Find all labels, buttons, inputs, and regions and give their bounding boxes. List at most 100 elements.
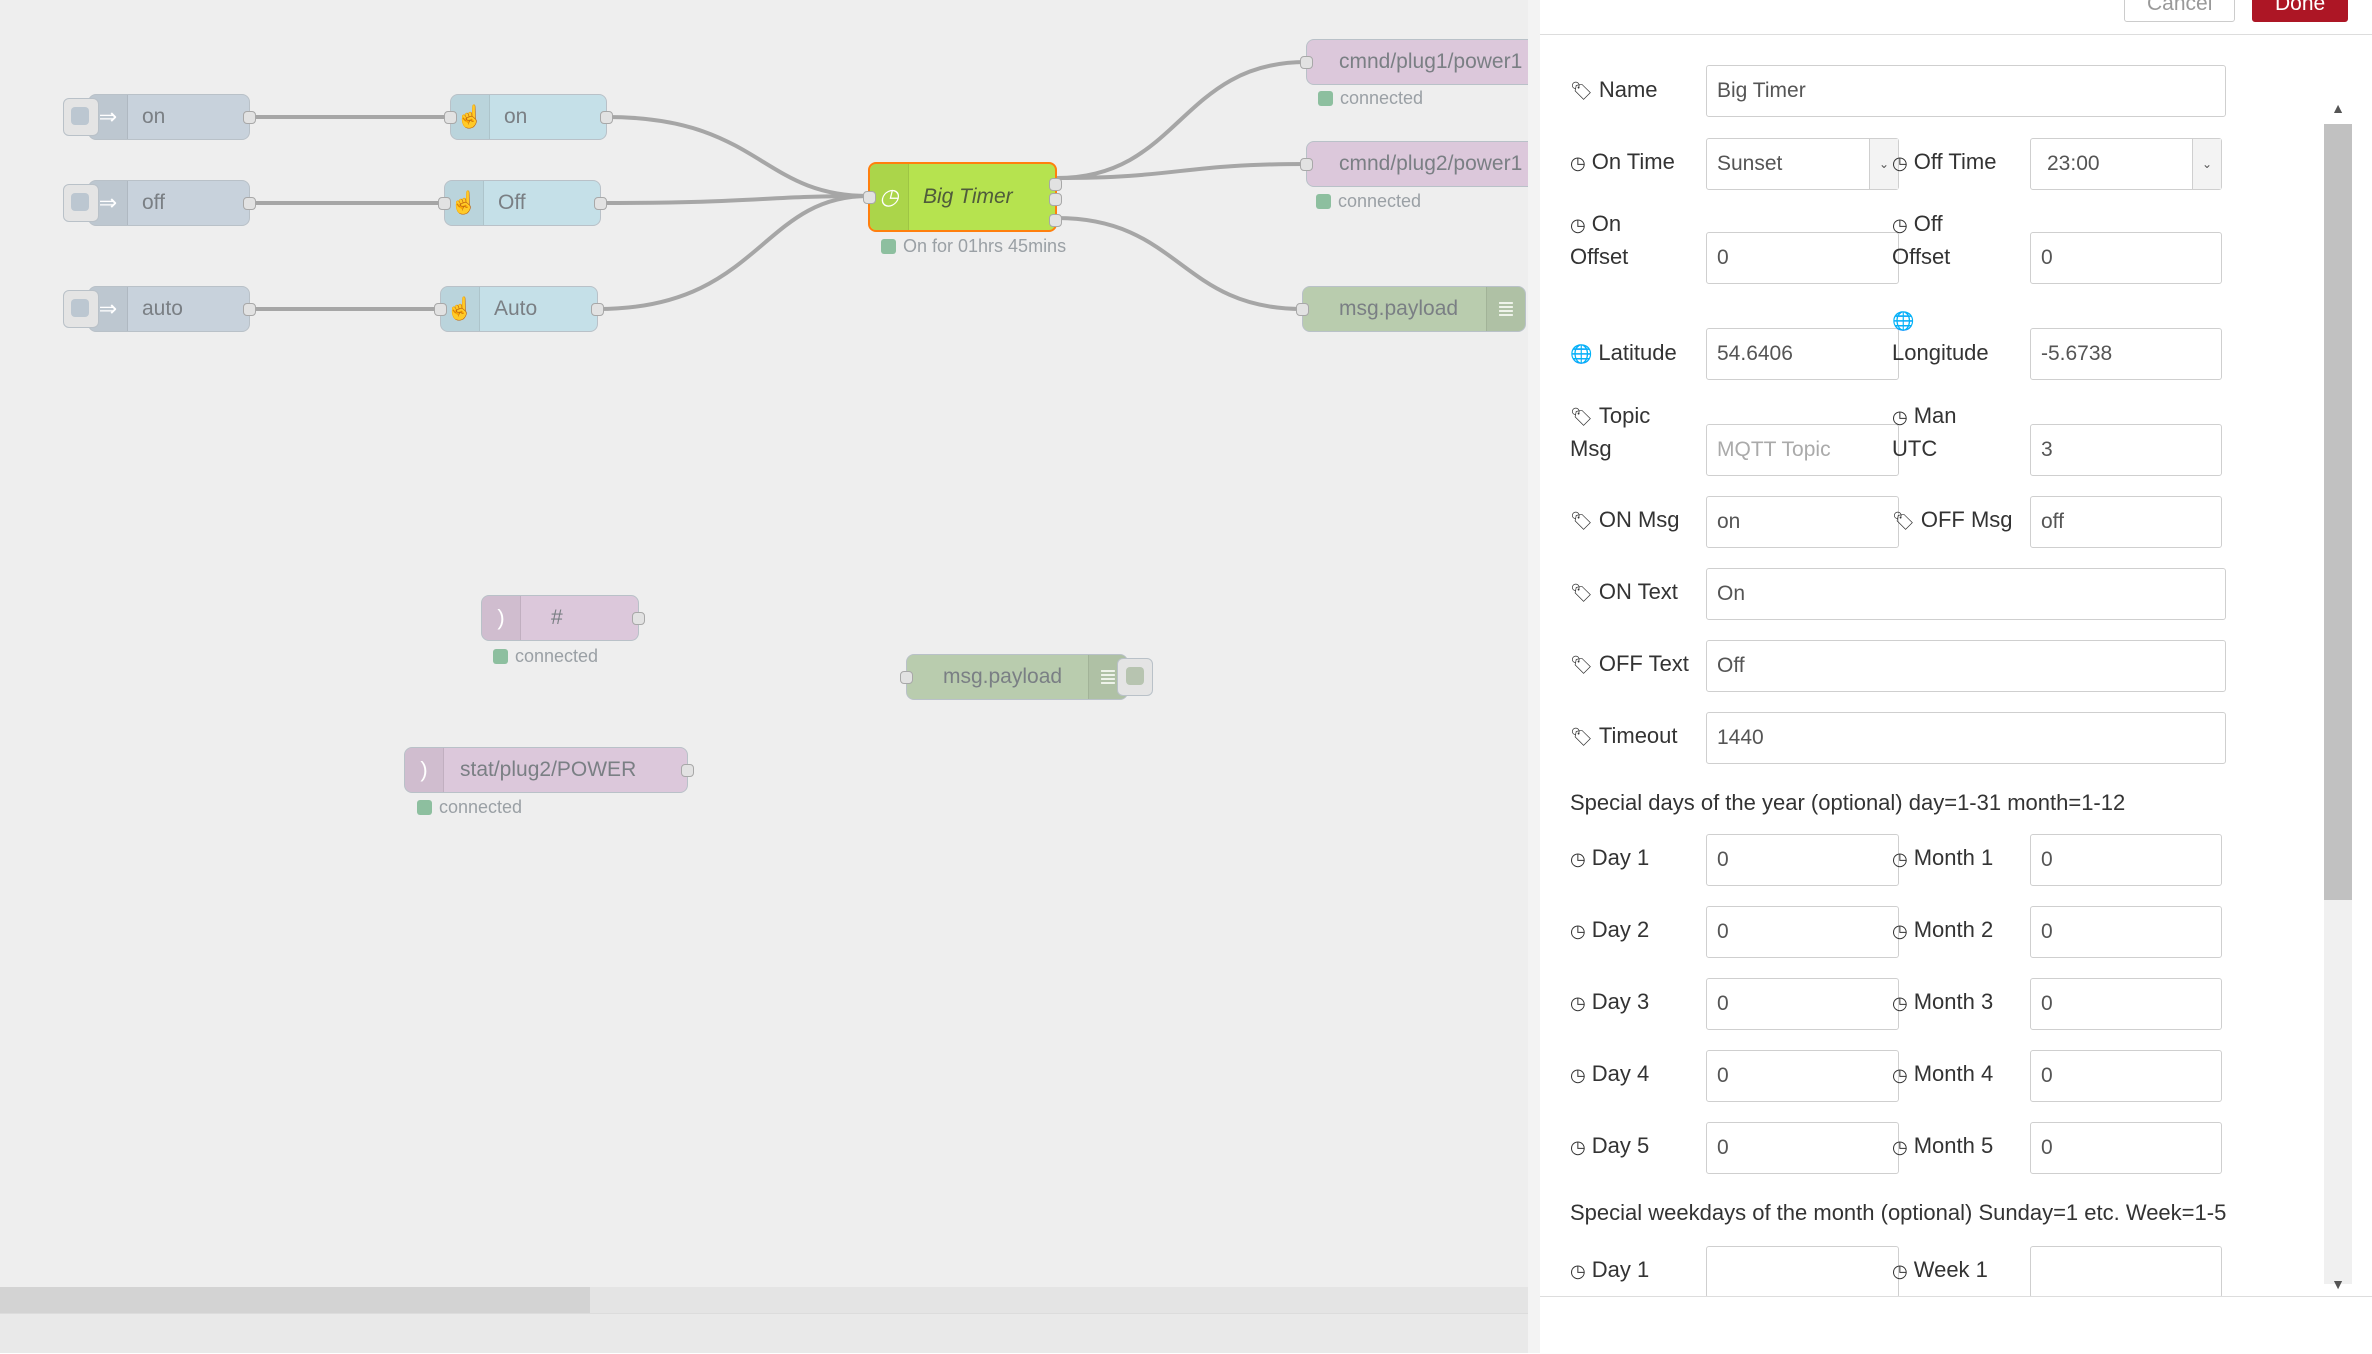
- day-5-label-text: Day 5: [1591, 1133, 1650, 1158]
- mqtt-out-node-plug2[interactable]: cmnd/plug2/power1: [1300, 141, 1528, 187]
- debug-toggle-button[interactable]: [1117, 658, 1153, 696]
- on-time-select[interactable]: Sunset⌄: [1706, 138, 1899, 190]
- clock-icon: ◷: [1570, 849, 1586, 869]
- input-port[interactable]: [444, 110, 457, 124]
- inject-node-on[interactable]: ⇒ on: [63, 94, 256, 140]
- clock-icon: ◷: [1892, 849, 1908, 869]
- on-offset-input[interactable]: 0: [1706, 232, 1899, 284]
- edit-tray: Cancel Done 🏷Name Big Timer ◷On Time Sun…: [1528, 0, 2372, 1354]
- inject-trigger-button[interactable]: [63, 290, 99, 328]
- on-msg-input[interactable]: on: [1706, 496, 1899, 548]
- month-5-input[interactable]: 0: [2030, 1122, 2222, 1174]
- status-dot: [881, 239, 896, 254]
- tag-icon: 🏷: [1570, 81, 1593, 101]
- output-port[interactable]: [594, 196, 607, 210]
- topic-input[interactable]: MQTT Topic: [1706, 424, 1899, 476]
- day-3-input[interactable]: 0: [1706, 978, 1899, 1030]
- off-text-input[interactable]: Off: [1706, 640, 2226, 692]
- horizontal-scrollbar[interactable]: [0, 1287, 1528, 1313]
- output-port[interactable]: [243, 110, 256, 124]
- inject-node-off[interactable]: ⇒ off: [63, 180, 256, 226]
- inject-node-auto[interactable]: ⇒ auto: [63, 286, 256, 332]
- month-3-input[interactable]: 0: [2030, 978, 2222, 1030]
- tray-vertical-scrollbar[interactable]: ▲ ▼: [2324, 96, 2352, 1296]
- month-2-label: ◷Month 2: [1892, 914, 1993, 947]
- switch-node-off[interactable]: ☝ Off: [438, 180, 607, 226]
- month-5-label-text: Month 5: [1913, 1133, 1994, 1158]
- clock-icon: ◷: [1892, 407, 1908, 427]
- tray-footer: [1540, 1296, 2372, 1354]
- output-port-3[interactable]: [1049, 214, 1062, 227]
- name-label: 🏷Name: [1570, 74, 1658, 107]
- inject-trigger-button[interactable]: [63, 98, 99, 136]
- off-msg-input[interactable]: off: [2030, 496, 2222, 548]
- node-label: on: [504, 105, 528, 128]
- longitude-input[interactable]: -5.6738: [2030, 328, 2222, 380]
- output-port[interactable]: [591, 302, 604, 316]
- input-port[interactable]: [1300, 157, 1313, 171]
- scrollbar-thumb[interactable]: [2324, 124, 2352, 900]
- day-1-input[interactable]: 0: [1706, 834, 1899, 886]
- input-port[interactable]: [438, 196, 451, 210]
- latitude-input[interactable]: 54.6406: [1706, 328, 1899, 380]
- output-port[interactable]: [600, 110, 613, 124]
- mqtt-out-node-plug1[interactable]: cmnd/plug1/power1: [1300, 39, 1528, 85]
- mqtt-in-node-hash[interactable]: ) #: [481, 595, 645, 641]
- name-input[interactable]: Big Timer: [1706, 65, 2226, 117]
- day-2-input[interactable]: 0: [1706, 906, 1899, 958]
- cancel-button[interactable]: Cancel: [2124, 0, 2236, 22]
- output-port-2[interactable]: [1049, 193, 1062, 206]
- day-5-input[interactable]: 0: [1706, 1122, 1899, 1174]
- input-port[interactable]: [900, 670, 913, 684]
- output-port[interactable]: [681, 763, 694, 777]
- scrollbar-thumb[interactable]: [0, 1287, 590, 1313]
- month-1-input[interactable]: 0: [2030, 834, 2222, 886]
- chevron-down-icon: ⌄: [2192, 139, 2221, 189]
- month-2-input[interactable]: 0: [2030, 906, 2222, 958]
- mqtt-in-stat-status: connected: [417, 797, 522, 818]
- topic-label-line1: Topic: [1598, 403, 1651, 428]
- weekday-day-1-input[interactable]: [1706, 1246, 1899, 1296]
- month-3-label-text: Month 3: [1913, 989, 1994, 1014]
- clock-icon: ◷: [1892, 215, 1908, 235]
- debug-node-2[interactable]: msg.payload ≣: [900, 654, 1153, 700]
- output-port[interactable]: [243, 302, 256, 316]
- status-text: connected: [1340, 88, 1424, 108]
- switch-node-auto[interactable]: ☝ Auto: [434, 286, 604, 332]
- done-button[interactable]: Done: [2252, 0, 2349, 22]
- timeout-input[interactable]: 1440: [1706, 712, 2226, 764]
- inject-trigger-button[interactable]: [63, 184, 99, 222]
- mqtt-in-node-stat[interactable]: ) stat/plug2/POWER: [404, 747, 694, 793]
- output-port-1[interactable]: [1049, 178, 1062, 191]
- day-2-label: ◷Day 2: [1570, 914, 1649, 947]
- input-port[interactable]: [1300, 55, 1313, 69]
- on-time-label: ◷On Time: [1570, 146, 1675, 179]
- debug-node-1[interactable]: msg.payload ≣: [1296, 286, 1526, 332]
- output-port[interactable]: [632, 611, 645, 625]
- tag-icon: 🏷: [1570, 407, 1593, 427]
- day-4-input[interactable]: 0: [1706, 1050, 1899, 1102]
- wire: [1056, 60, 1307, 180]
- off-msg-label-text: OFF Msg: [1920, 507, 2013, 532]
- man-utc-input[interactable]: 3: [2030, 424, 2222, 476]
- scroll-up-icon[interactable]: ▲: [2331, 100, 2345, 116]
- input-port[interactable]: [863, 190, 876, 204]
- off-text-label-text: OFF Text: [1598, 651, 1689, 676]
- switch-node-on[interactable]: ☝ on: [444, 94, 613, 140]
- clock-icon: ◷: [1570, 1261, 1586, 1281]
- output-port[interactable]: [243, 196, 256, 210]
- flow-canvas[interactable]: ⇒ on ⇒ off ⇒ auto ☝ on ☝ Off ☝ Auto ◷ Bi…: [0, 0, 1528, 1353]
- week-1-input[interactable]: [2030, 1246, 2222, 1296]
- off-offset-input[interactable]: 0: [2030, 232, 2222, 284]
- bigtimer-node[interactable]: ◷ Big Timer: [863, 162, 1062, 232]
- clock-icon: ◷: [1892, 1261, 1908, 1281]
- month-4-input[interactable]: 0: [2030, 1050, 2222, 1102]
- on-text-input[interactable]: On: [1706, 568, 2226, 620]
- status-text: connected: [439, 797, 523, 817]
- off-time-select[interactable]: 23:00⌄: [2030, 138, 2222, 190]
- scroll-down-icon[interactable]: ▼: [2331, 1276, 2345, 1292]
- input-port[interactable]: [1296, 302, 1309, 316]
- input-port[interactable]: [434, 302, 447, 316]
